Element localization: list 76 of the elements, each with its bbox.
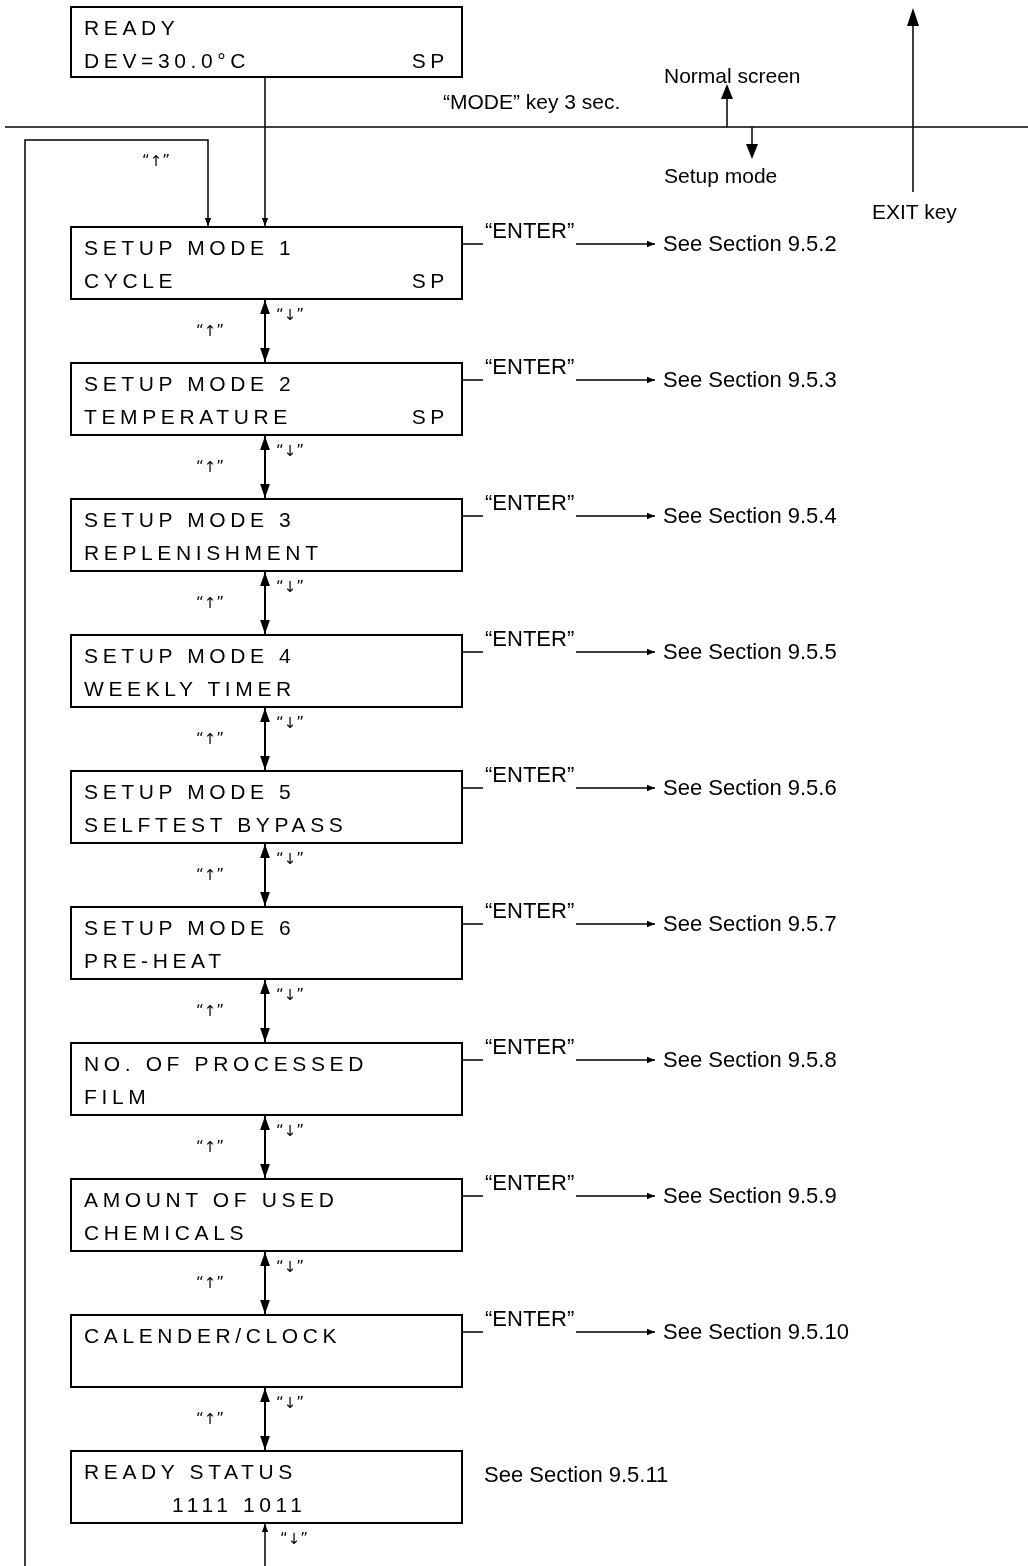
display-text: CYCLE bbox=[84, 268, 178, 294]
section-reference: See Section 9.5.11 bbox=[484, 1461, 669, 1489]
display-box bbox=[70, 906, 463, 980]
key-label: “↓” bbox=[276, 985, 305, 1006]
section-reference: See Section 9.5.10 bbox=[663, 1318, 923, 1346]
key-label: “↑” bbox=[196, 1001, 225, 1022]
key-label: “↑” bbox=[196, 1137, 225, 1158]
arrow bbox=[261, 77, 269, 227]
key-label: Setup mode bbox=[664, 163, 778, 189]
key-label: “↓” bbox=[276, 441, 305, 462]
key-label: “↑” bbox=[196, 1273, 225, 1294]
display-text: PRE-HEAT bbox=[84, 948, 226, 974]
key-label: “MODE” key 3 sec. bbox=[443, 89, 621, 115]
display-text: SP bbox=[411, 48, 449, 74]
display-box bbox=[70, 6, 463, 78]
section-reference: See Section 9.5.6 bbox=[663, 774, 923, 802]
key-label: “↓” bbox=[276, 577, 305, 598]
section-reference: See Section 9.5.9 bbox=[663, 1182, 923, 1210]
arrow bbox=[260, 435, 270, 499]
key-label: “↑” bbox=[196, 593, 225, 614]
display-text: SETUP MODE 4 bbox=[84, 643, 297, 669]
display-box bbox=[70, 1314, 463, 1388]
display-text: SETUP MODE 3 bbox=[84, 507, 297, 533]
section-reference: See Section 9.5.4 bbox=[663, 502, 923, 530]
display-text: SP bbox=[411, 268, 449, 294]
display-text: WEEKLY TIMER bbox=[84, 676, 296, 702]
key-label: EXIT key bbox=[872, 199, 957, 225]
arrow bbox=[260, 843, 270, 907]
section-reference: See Section 9.5.2 bbox=[663, 230, 923, 258]
section-reference: See Section 9.5.8 bbox=[663, 1046, 923, 1074]
key-label: “↓” bbox=[276, 1393, 305, 1414]
display-box bbox=[70, 1178, 463, 1252]
arrow bbox=[260, 299, 270, 363]
display-text: READY bbox=[84, 15, 181, 41]
display-text: SETUP MODE 5 bbox=[84, 779, 297, 805]
display-text: SP bbox=[411, 404, 449, 430]
display-box bbox=[70, 634, 463, 708]
display-box bbox=[70, 226, 463, 300]
key-label: “↑” bbox=[196, 1409, 225, 1430]
key-label: “↑” bbox=[196, 321, 225, 342]
key-label: “↓” bbox=[276, 1121, 305, 1142]
key-label: Normal screen bbox=[664, 63, 801, 89]
key-label: “↑” bbox=[196, 457, 225, 478]
display-box bbox=[70, 1042, 463, 1116]
section-reference: See Section 9.5.7 bbox=[663, 910, 923, 938]
key-label: “↓” bbox=[276, 1257, 305, 1278]
display-text: SETUP MODE 6 bbox=[84, 915, 297, 941]
section-reference: See Section 9.5.5 bbox=[663, 638, 923, 666]
arrow bbox=[261, 1523, 269, 1566]
arrow bbox=[24, 139, 212, 1566]
display-text: SETUP MODE 1 bbox=[84, 235, 297, 261]
key-label: “↓” bbox=[276, 713, 305, 734]
display-text: REPLENISHMENT bbox=[84, 540, 323, 566]
section-reference: See Section 9.5.3 bbox=[663, 366, 923, 394]
display-text: AMOUNT OF USED CHEMICALS bbox=[84, 1187, 340, 1246]
key-label: “↑” bbox=[196, 729, 225, 750]
arrow bbox=[260, 979, 270, 1043]
arrow bbox=[260, 571, 270, 635]
display-text: SELFTEST BYPASS bbox=[84, 812, 348, 838]
key-label: “↓” bbox=[276, 849, 305, 870]
key-label: “↑” bbox=[196, 865, 225, 886]
display-text: SETUP MODE 2 bbox=[84, 371, 297, 397]
key-label: “↓” bbox=[276, 305, 305, 326]
display-box bbox=[70, 498, 463, 572]
arrow bbox=[260, 1387, 270, 1451]
arrow bbox=[260, 1251, 270, 1315]
display-text: CALENDER/CLOCK bbox=[84, 1323, 343, 1349]
display-box bbox=[70, 362, 463, 436]
display-text: 1111 1011 bbox=[172, 1492, 307, 1518]
arrow bbox=[260, 1115, 270, 1179]
display-text: NO. OF PROCESSED FILM bbox=[84, 1051, 369, 1110]
display-box bbox=[70, 770, 463, 844]
display-text: TEMPERATURE bbox=[84, 404, 292, 430]
display-text: READY STATUS bbox=[84, 1459, 298, 1485]
arrow bbox=[260, 707, 270, 771]
display-text: DEV=30.0°C bbox=[84, 48, 251, 74]
